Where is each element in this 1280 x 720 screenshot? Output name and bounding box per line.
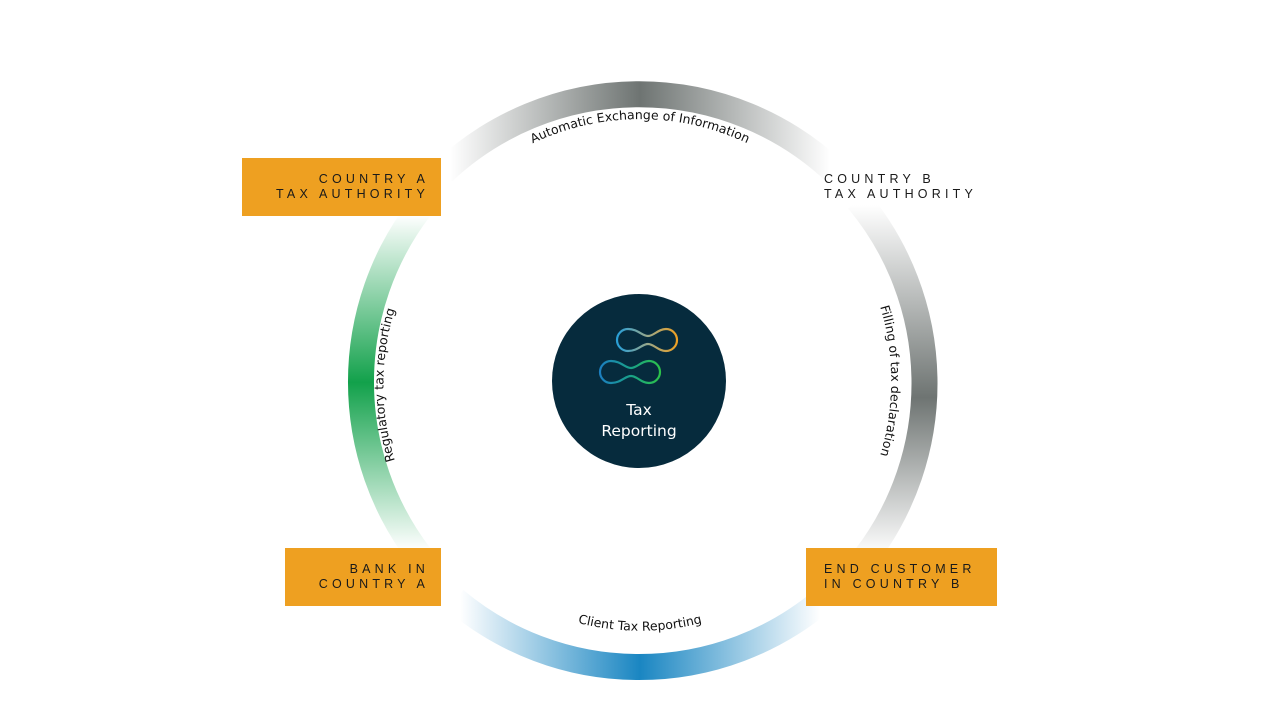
center-title: Tax Reporting: [553, 400, 725, 442]
node-country-a-tax-authority: COUNTRY A TAX AUTHORITY: [242, 158, 441, 216]
node-end-customer-in-country-b: END CUSTOMER IN COUNTRY B: [806, 548, 997, 606]
node-label-line1: COUNTRY B: [824, 172, 935, 186]
flow-label-right: Filling of tax declaration: [877, 303, 903, 458]
node-label-line1: BANK IN: [349, 562, 429, 576]
flow-arc-left: [348, 200, 431, 564]
flow-arc-right: [848, 191, 938, 566]
node-label-line1: COUNTRY A: [318, 172, 429, 186]
flow-arc-bottom: [446, 590, 832, 680]
node-label-line2: TAX AUTHORITY: [276, 187, 429, 201]
node-label-line1: END CUSTOMER: [824, 562, 976, 576]
node-label-line2: COUNTRY A: [318, 577, 429, 591]
node-label-line2: TAX AUTHORITY: [824, 187, 977, 201]
node-country-b-tax-authority: COUNTRY B TAX AUTHORITY: [806, 158, 1006, 216]
flow-arc-top: [434, 81, 844, 182]
center-hub: [552, 294, 726, 468]
center-title-line1: Tax: [626, 401, 652, 419]
node-label-line2: IN COUNTRY B: [824, 577, 964, 591]
node-bank-in-country-a: BANK IN COUNTRY A: [285, 548, 441, 606]
center-title-line2: Reporting: [601, 422, 677, 440]
linked-loops-logo-icon: [598, 327, 679, 385]
flow-label-bottom: Client Tax Reporting: [577, 611, 703, 634]
